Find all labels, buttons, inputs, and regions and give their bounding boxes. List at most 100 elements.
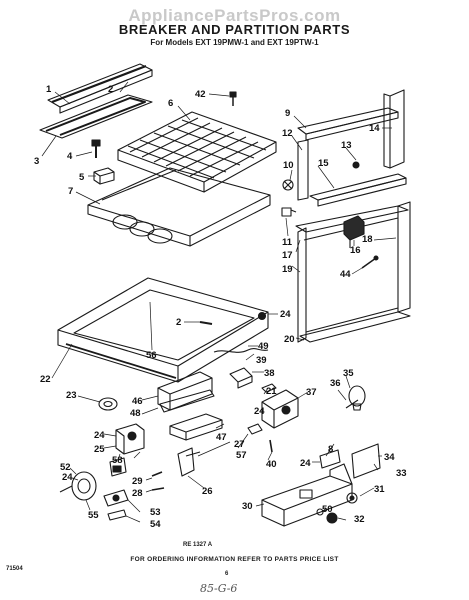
- screw-part-2: [199, 321, 213, 325]
- callout-10: 10: [283, 160, 294, 171]
- callout-39: 39: [256, 355, 267, 366]
- callout-5: 5: [79, 172, 85, 183]
- callout-40: 40: [266, 459, 277, 470]
- grommet-part-24: [257, 311, 267, 321]
- grommet-part-23: [98, 397, 118, 411]
- callout-24c: 24: [254, 406, 265, 417]
- screw-part-29: [151, 471, 163, 477]
- leader-lines: [41, 81, 397, 523]
- callout-46: 46: [132, 396, 143, 407]
- callout-28: 28: [132, 488, 143, 499]
- knob-part-54: [107, 509, 127, 521]
- socket-part-38: [229, 367, 253, 389]
- callout-22: 22: [40, 374, 51, 385]
- post-part-12: [297, 139, 309, 201]
- breaker-strip-lower: [39, 94, 153, 139]
- callout-6: 6: [168, 98, 173, 109]
- callout-38: 38: [264, 368, 275, 379]
- callout-55: 55: [88, 510, 99, 521]
- bulb-part-35: [345, 385, 366, 411]
- tray-part-7: [87, 167, 271, 247]
- callout-13: 13: [341, 140, 352, 151]
- callout-48: 48: [130, 408, 141, 419]
- left-code: 71504: [6, 566, 23, 572]
- cap-part-32: [326, 512, 338, 524]
- callout-2: 2: [108, 84, 113, 95]
- callout-1: 1: [46, 84, 52, 95]
- callout-24a: 24: [280, 309, 291, 320]
- callout-53: 53: [150, 507, 161, 518]
- ordering-footer: FOR ORDERING INFORMATION REFER TO PARTS …: [130, 556, 339, 563]
- callout-16: 16: [350, 245, 361, 256]
- screw-part-28: [151, 487, 165, 491]
- callout-36: 36: [330, 378, 341, 389]
- callout-54: 54: [150, 519, 161, 530]
- callout-52: 52: [60, 462, 71, 473]
- knob-part-16: [343, 215, 365, 248]
- callout-15: 15: [318, 158, 329, 169]
- callout-35: 35: [343, 368, 354, 379]
- callout-4: 4: [67, 151, 73, 162]
- partition-plate-part-22: [57, 277, 269, 383]
- model-subtitle: For Models EXT 19PMW-1 and EXT 19PTW-1: [150, 38, 319, 47]
- handwritten-note: 85-G-6: [200, 582, 238, 595]
- frame-part-19: [295, 201, 411, 343]
- callout-49: 49: [258, 341, 269, 352]
- callout-24d: 24: [300, 458, 311, 469]
- screw-part-13: [352, 161, 360, 169]
- callout-24e: 24: [62, 472, 73, 483]
- callout-11: 11: [282, 237, 293, 248]
- page-title: BREAKER AND PARTITION PARTS: [118, 22, 351, 37]
- grille-part-6: [117, 111, 277, 193]
- door-part-33: [351, 443, 381, 479]
- shield-part-37: [261, 389, 299, 429]
- callout-18: 18: [362, 234, 373, 245]
- callout-23: 23: [66, 390, 77, 401]
- callout-27: 27: [234, 439, 245, 450]
- callout-33: 33: [396, 468, 407, 479]
- callout-21: 21: [266, 386, 277, 397]
- strip-part-15: [309, 173, 407, 207]
- block-part-58: [109, 457, 127, 477]
- watermark-text: AppliancePartsPros.com: [128, 6, 341, 25]
- callout-56: 56: [146, 350, 157, 361]
- post-part-14: [383, 89, 405, 169]
- knob-part-53: [103, 489, 129, 507]
- callout-34: 34: [384, 452, 395, 463]
- callout-17: 17: [282, 250, 293, 261]
- callout-26: 26: [202, 486, 213, 497]
- strip-part-9: [297, 107, 399, 141]
- callout-2b: 2: [176, 317, 181, 328]
- callout-47: 47: [216, 432, 227, 443]
- clip-part-11: [281, 207, 297, 217]
- block-part-47: [169, 413, 223, 441]
- callout-30: 30: [242, 501, 253, 512]
- callout-25: 25: [94, 444, 105, 455]
- callout-29: 29: [132, 476, 143, 487]
- callout-31: 31: [374, 484, 385, 495]
- housing-part-30: [261, 463, 353, 527]
- bracket-part-8: [319, 449, 341, 469]
- fitting-part-31: [346, 492, 358, 504]
- control-part-25: [115, 423, 145, 455]
- pin-part-57: [247, 423, 263, 435]
- callout-50: 50: [322, 504, 333, 515]
- callout-labels: 1 2 3 4 5 7 6 42 9 12 14 10 13 15 11 16 …: [34, 84, 407, 530]
- screw-part-42: [229, 91, 237, 106]
- screw-part-4: [91, 139, 101, 158]
- fitting-part-50: [316, 508, 324, 516]
- callout-57: 57: [236, 450, 247, 461]
- callout-37: 37: [306, 387, 317, 398]
- callout-19: 19: [282, 264, 293, 275]
- illustration-code: RE 1327 A: [183, 542, 213, 548]
- block-part-5: [93, 167, 115, 185]
- dial-part-52: [59, 471, 97, 501]
- screw-part-44: [361, 255, 379, 269]
- page-number: 6: [225, 571, 229, 577]
- callout-32: 32: [354, 514, 365, 525]
- breaker-strip-upper: [47, 63, 153, 114]
- callout-14: 14: [369, 123, 380, 134]
- callout-8: 8: [328, 444, 333, 455]
- wire-part-49: [213, 348, 269, 353]
